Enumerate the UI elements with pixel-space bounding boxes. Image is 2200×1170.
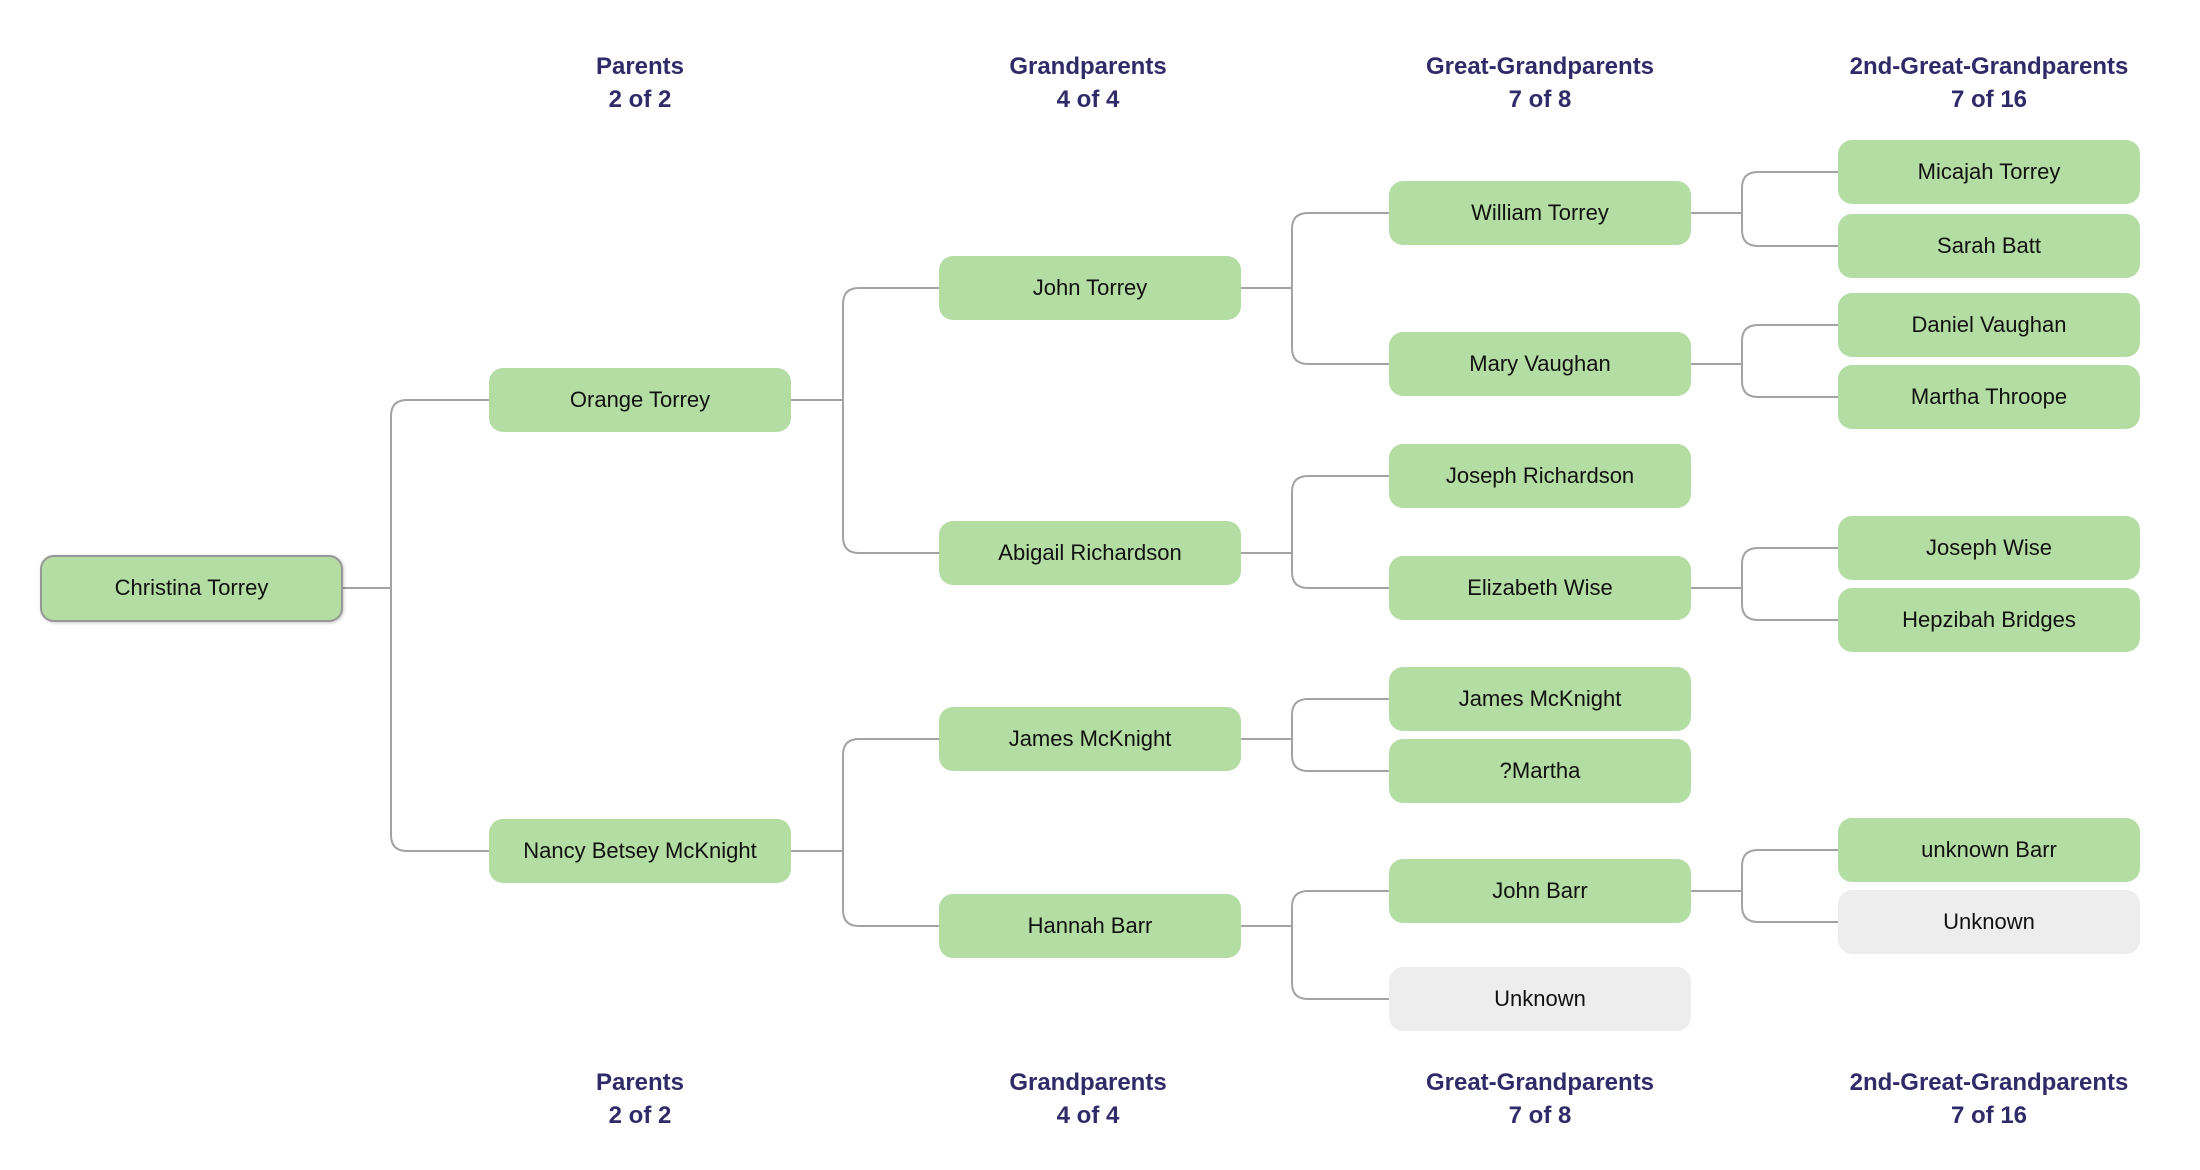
- person-name: Daniel Vaughan: [1911, 312, 2067, 337]
- person-node-elizabeth[interactable]: Elizabeth Wise: [1389, 556, 1691, 620]
- person-name: Martha Throope: [1910, 384, 2068, 409]
- generation-label: Grandparents: [1009, 1069, 1167, 1096]
- family-connector-john-torrey: [1291, 212, 1389, 365]
- person-node-william[interactable]: William Torrey: [1389, 181, 1691, 245]
- generation-count: 7 of 8: [1508, 86, 1572, 113]
- family-connector-nancy: [842, 738, 939, 927]
- person-node-nancy[interactable]: Nancy Betsey McKnight: [489, 819, 791, 883]
- generation-count: 7 of 16: [1950, 86, 2028, 113]
- person-node-hannah[interactable]: Hannah Barr: [939, 894, 1241, 958]
- person-name: Christina Torrey: [114, 575, 269, 600]
- generation-header-bottom-0: Parents 2 of 2: [410, 1066, 870, 1132]
- person-name: Hepzibah Bridges: [1902, 607, 2076, 632]
- person-name: ?Martha: [1499, 758, 1581, 783]
- person-name: unknown Barr: [1921, 837, 2057, 862]
- generation-count: 2 of 2: [608, 1102, 672, 1129]
- generation-header-top-2: Great-Grandparents 7 of 8: [1310, 50, 1770, 116]
- person-name: Nancy Betsey McKnight: [523, 838, 757, 863]
- person-name: Abigail Richardson: [998, 540, 1182, 565]
- generation-label: Grandparents: [1009, 53, 1167, 80]
- person-node-daniel[interactable]: Daniel Vaughan: [1838, 293, 2140, 357]
- family-connector-orange: [842, 287, 939, 554]
- generation-count: 2 of 2: [608, 86, 672, 113]
- person-node-sarah[interactable]: Sarah Batt: [1838, 214, 2140, 278]
- person-node-john-barr[interactable]: John Barr: [1389, 859, 1691, 923]
- person-node-micajah[interactable]: Micajah Torrey: [1838, 140, 2140, 204]
- person-name: Mary Vaughan: [1469, 351, 1611, 376]
- person-name: John Torrey: [1032, 275, 1148, 300]
- person-name: James McKnight: [1008, 726, 1172, 751]
- family-connector-john-barr: [1741, 849, 1838, 923]
- generation-label: 2nd-Great-Grandparents: [1849, 1069, 2129, 1096]
- person-node-james-mcknight-ggp[interactable]: James McKnight: [1389, 667, 1691, 731]
- generation-label: 2nd-Great-Grandparents: [1849, 53, 2129, 80]
- person-node-joseph-wise[interactable]: Joseph Wise: [1838, 516, 2140, 580]
- generation-header-bottom-3: 2nd-Great-Grandparents 7 of 16: [1759, 1066, 2200, 1132]
- generation-label: Parents: [595, 53, 685, 80]
- person-node-abigail[interactable]: Abigail Richardson: [939, 521, 1241, 585]
- person-node-orange[interactable]: Orange Torrey: [489, 368, 791, 432]
- person-name: Unknown: [1943, 909, 2035, 934]
- family-connector-abigail: [1291, 475, 1389, 589]
- person-name: Micajah Torrey: [1917, 159, 2061, 184]
- generation-label: Parents: [595, 1069, 685, 1096]
- person-node-mary[interactable]: Mary Vaughan: [1389, 332, 1691, 396]
- person-node-john-torrey[interactable]: John Torrey: [939, 256, 1241, 320]
- person-node-unknown-ggp[interactable]: Unknown: [1389, 967, 1691, 1031]
- family-connector-hannah: [1291, 890, 1389, 1000]
- person-name: Joseph Richardson: [1445, 463, 1635, 488]
- person-name: Unknown: [1494, 986, 1586, 1011]
- person-name: John Barr: [1492, 878, 1588, 903]
- person-node-martha-q[interactable]: ?Martha: [1389, 739, 1691, 803]
- family-connector-elizabeth: [1741, 547, 1838, 621]
- generation-label: Great-Grandparents: [1425, 53, 1655, 80]
- person-node-james-mcknight-gp[interactable]: James McKnight: [939, 707, 1241, 771]
- generation-header-bottom-2: Great-Grandparents 7 of 8: [1310, 1066, 1770, 1132]
- generation-count: 4 of 4: [1056, 86, 1120, 113]
- generation-header-top-3: 2nd-Great-Grandparents 7 of 16: [1759, 50, 2200, 116]
- generation-header-top-0: Parents 2 of 2: [410, 50, 870, 116]
- person-name: Joseph Wise: [1926, 535, 2052, 560]
- person-name: Orange Torrey: [569, 387, 711, 412]
- person-name: James McKnight: [1458, 686, 1622, 711]
- family-connector-william: [1741, 171, 1838, 247]
- person-name: William Torrey: [1471, 200, 1609, 225]
- person-node-hepzibah[interactable]: Hepzibah Bridges: [1838, 588, 2140, 652]
- generation-header-bottom-1: Grandparents 4 of 4: [858, 1066, 1318, 1132]
- family-connector-mary: [1741, 324, 1838, 398]
- person-name: Sarah Batt: [1937, 233, 2041, 258]
- person-node-martha-throope[interactable]: Martha Throope: [1838, 365, 2140, 429]
- person-node-unknown-barr[interactable]: unknown Barr: [1838, 818, 2140, 882]
- family-connector-christina: [390, 399, 489, 852]
- person-node-unknown-2ggp[interactable]: Unknown: [1838, 890, 2140, 954]
- family-connector-james-mcknight-gp: [1291, 698, 1389, 772]
- person-name: Elizabeth Wise: [1467, 575, 1613, 600]
- person-name: Hannah Barr: [1027, 913, 1153, 938]
- generation-header-top-1: Grandparents 4 of 4: [858, 50, 1318, 116]
- generation-count: 7 of 16: [1950, 1102, 2028, 1129]
- person-node-christina[interactable]: Christina Torrey: [40, 554, 343, 622]
- generation-count: 4 of 4: [1056, 1102, 1120, 1129]
- generation-label: Great-Grandparents: [1425, 1069, 1655, 1096]
- person-node-joseph-richardson[interactable]: Joseph Richardson: [1389, 444, 1691, 508]
- generation-count: 7 of 8: [1508, 1102, 1572, 1129]
